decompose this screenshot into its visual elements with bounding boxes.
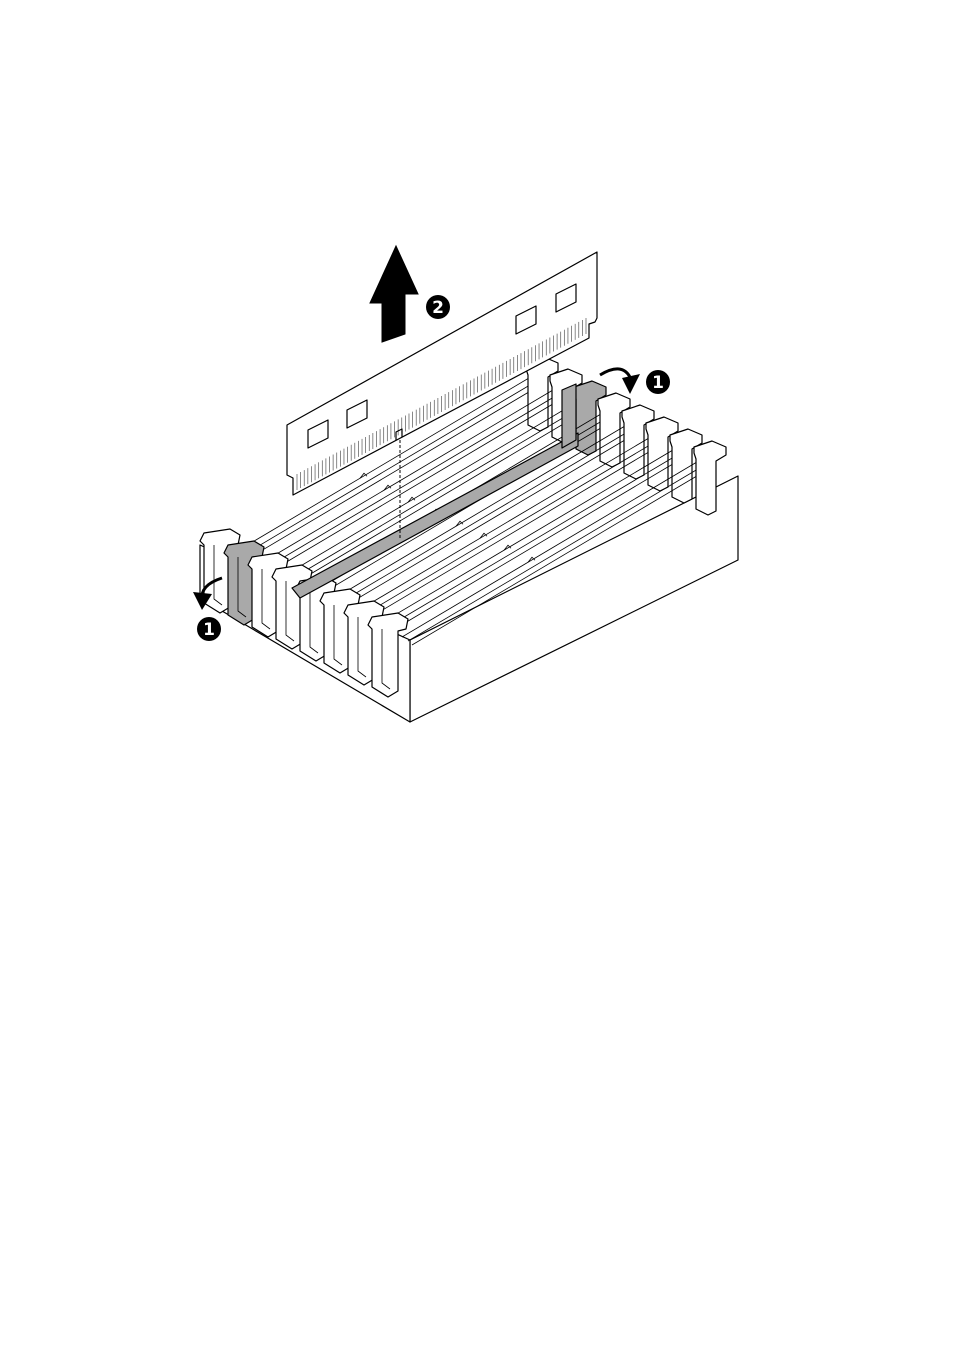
callout-step-2: 2 <box>426 295 450 319</box>
memory-socket-bank <box>200 357 738 722</box>
selected-socket-end <box>562 384 576 448</box>
svg-text:1: 1 <box>203 620 215 640</box>
callout-step-1-left: 1 <box>197 617 221 641</box>
svg-text:1: 1 <box>652 373 664 393</box>
callout-step-1-right: 1 <box>646 370 670 394</box>
socket-base-front <box>410 476 738 722</box>
svg-text:2: 2 <box>432 298 444 318</box>
up-arrow-icon <box>370 246 418 342</box>
